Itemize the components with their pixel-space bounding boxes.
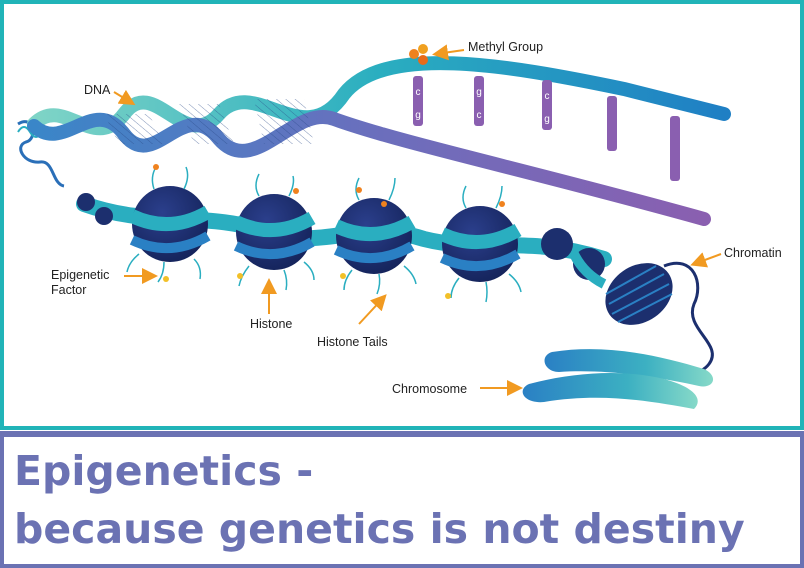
base-pair-1-bottom: g bbox=[415, 110, 421, 121]
base-pair-2-bottom: c bbox=[477, 110, 482, 121]
nucleosome-strand bbox=[76, 164, 612, 303]
caption-title: Epigenetics - bbox=[14, 447, 314, 495]
diagram-panel: c g g c c g bbox=[0, 0, 804, 430]
dna-double-helix: c g g c c g bbox=[27, 56, 731, 226]
caption-panel: Epigenetics - because genetics is not de… bbox=[0, 431, 804, 568]
base-pair-1-top: c bbox=[416, 87, 421, 98]
label-methyl-group: Methyl Group bbox=[468, 40, 543, 54]
label-chromatin: Chromatin bbox=[724, 246, 782, 260]
base-pair-2-top: g bbox=[476, 87, 482, 98]
histone-2 bbox=[233, 194, 316, 270]
histone-tails-lines bbox=[126, 166, 522, 303]
epigenetic-marks bbox=[153, 164, 505, 299]
histone-1 bbox=[129, 186, 212, 262]
histone-3 bbox=[333, 198, 416, 274]
label-histone-tails: Histone Tails bbox=[317, 335, 388, 349]
label-dna: DNA bbox=[84, 83, 111, 97]
caption-subtitle: because genetics is not destiny bbox=[14, 505, 745, 553]
chromosome-shape bbox=[522, 349, 714, 409]
epigenetics-diagram: c g g c c g bbox=[17, 40, 782, 409]
base-pair-3-bottom: g bbox=[544, 114, 550, 125]
label-arrows bbox=[113, 44, 722, 396]
label-chromosome: Chromosome bbox=[392, 382, 467, 396]
base-pair-3-top: c bbox=[545, 91, 550, 102]
label-epigenetic-factor-line1: Epigenetic bbox=[51, 268, 109, 282]
label-histone: Histone bbox=[250, 317, 292, 331]
methyl-group-icon bbox=[409, 44, 428, 65]
histone-4 bbox=[439, 206, 522, 282]
label-epigenetic-factor-line2: Factor bbox=[51, 283, 86, 297]
